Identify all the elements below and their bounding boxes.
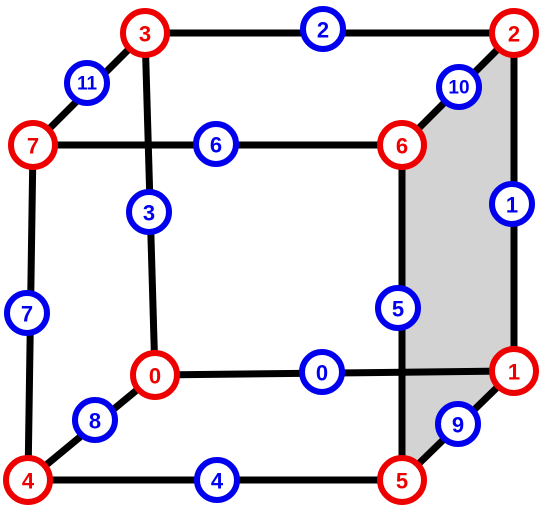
edge-number-10: 10 [448, 78, 469, 99]
vertex-circle-4 [3, 455, 53, 505]
edge-circle-7 [4, 290, 50, 336]
vertex-layer: 0 1 2 3 4 5 6 7 [3, 8, 539, 505]
edge-label-5: 5 [375, 285, 421, 331]
edge-number-9: 9 [452, 413, 464, 438]
edge-number-5: 5 [392, 297, 404, 322]
vertex-circle-3 [120, 8, 170, 58]
edge-number-3: 3 [143, 201, 155, 226]
vertex-number-6: 6 [396, 134, 408, 159]
vertex-circle-5 [377, 455, 427, 505]
vertex-number-3: 3 [139, 22, 151, 47]
edge-number-1: 1 [506, 193, 518, 218]
edge-number-7: 7 [21, 302, 33, 327]
edge-label-7: 7 [4, 290, 50, 336]
edge-circle-5 [375, 285, 421, 331]
vertex-circle-6 [377, 120, 427, 170]
edge-label-10: 10 [436, 64, 482, 110]
edge-number-6: 6 [210, 133, 222, 158]
vertex-number-0: 0 [149, 364, 161, 389]
edge-label-8: 8 [72, 397, 118, 443]
edge-circle-2 [300, 6, 346, 52]
edge-number-11: 11 [77, 74, 98, 95]
vertex-5: 5 [377, 455, 427, 505]
vertex-circle-2 [489, 8, 539, 58]
vertex-number-7: 7 [27, 134, 39, 159]
edge-circle-8 [72, 397, 118, 443]
edge-circle-6 [193, 121, 239, 167]
vertex-3: 3 [120, 8, 170, 58]
edge-circle-3 [126, 189, 172, 235]
edge-number-2: 2 [317, 18, 329, 43]
edge-label-3: 3 [126, 189, 172, 235]
vertex-number-4: 4 [22, 469, 35, 494]
vertex-0: 0 [130, 350, 180, 400]
edge-circle-10 [436, 64, 482, 110]
edge-label-2: 2 [300, 6, 346, 52]
edge-label-9: 9 [435, 401, 481, 447]
vertex-number-5: 5 [396, 469, 408, 494]
vertex-number-2: 2 [508, 22, 520, 47]
edge-number-0: 0 [316, 361, 328, 386]
edge-circle-4 [194, 457, 240, 503]
edge-label-4: 4 [194, 457, 240, 503]
edge-label-1: 1 [489, 181, 535, 227]
vertex-7: 7 [8, 120, 58, 170]
edge-label-11: 11 [64, 60, 110, 106]
vertex-circle-7 [8, 120, 58, 170]
vertex-circle-0 [130, 350, 180, 400]
edge-circle-0 [299, 349, 345, 395]
vertex-1: 1 [489, 346, 539, 396]
edge-number-4: 4 [211, 469, 224, 494]
edge-label-0: 0 [299, 349, 345, 395]
edge-number-8: 8 [89, 409, 101, 434]
vertex-number-1: 1 [508, 360, 520, 385]
edge-circle-1 [489, 181, 535, 227]
vertex-2: 2 [489, 8, 539, 58]
vertex-4: 4 [3, 455, 53, 505]
vertex-6: 6 [377, 120, 427, 170]
edge-label-6: 6 [193, 121, 239, 167]
edge-circle-11 [64, 60, 110, 106]
vertex-circle-1 [489, 346, 539, 396]
edge-circle-9 [435, 401, 481, 447]
